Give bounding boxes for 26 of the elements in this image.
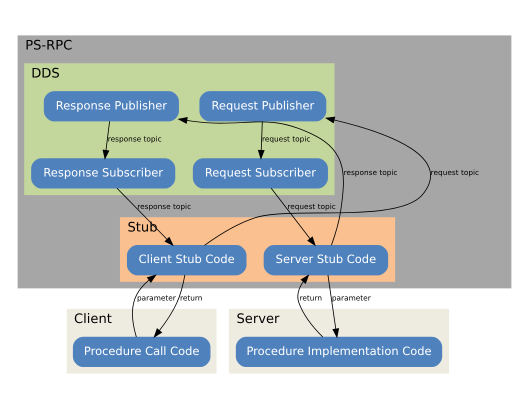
edge-label: response topic	[137, 202, 192, 211]
node-box: Response Subscriber	[31, 158, 176, 189]
arrow	[297, 274, 324, 338]
node-box: Procedure Implementation Code	[236, 336, 442, 368]
edge-label: return	[180, 293, 202, 302]
edge-label: response topic	[108, 134, 162, 144]
edge-label: parameter	[332, 293, 371, 302]
node-box: Request Subscriber	[192, 158, 328, 189]
node-box: Response Publisher	[44, 91, 179, 122]
edge-label: parameter	[136, 293, 176, 302]
node-box: Request Publisher	[199, 91, 326, 122]
arrow	[204, 116, 431, 246]
node-box: Procedure Call Code	[72, 336, 210, 368]
edge-label: return	[300, 293, 322, 302]
arrow	[258, 120, 265, 160]
edge-label: request topic	[287, 202, 336, 211]
arrow	[178, 117, 344, 246]
arrow	[116, 188, 174, 246]
node-box: Server Stub Code	[264, 245, 388, 276]
edge-label: request topic	[430, 168, 480, 178]
arrow	[270, 188, 316, 246]
arrow	[102, 120, 110, 160]
edge-label: response topic	[344, 168, 398, 178]
edge-label: request topic	[262, 134, 310, 144]
arrow	[132, 274, 157, 338]
node-box: Client Stub Code	[126, 245, 246, 276]
